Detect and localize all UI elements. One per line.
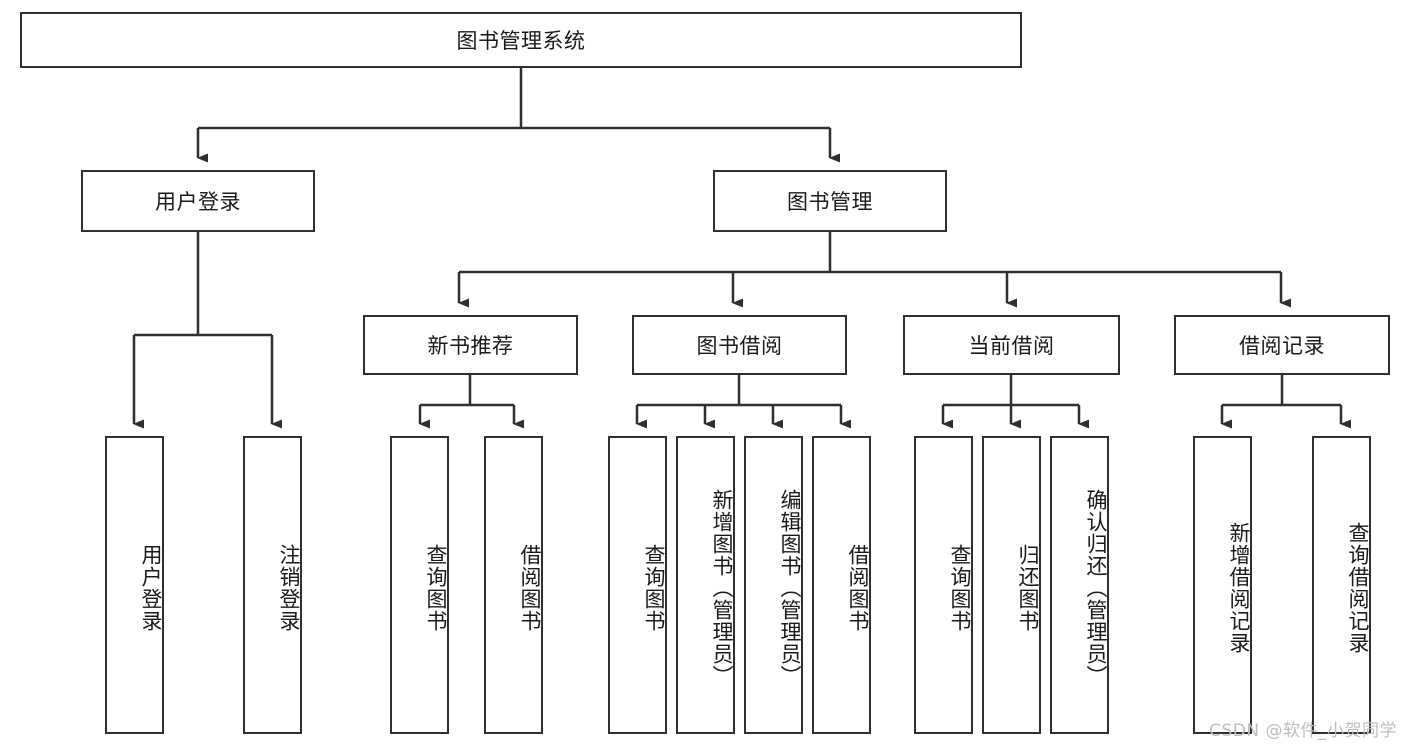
leaf-add-borrow-record[interactable]: 新增借阅记录 [1193,436,1252,734]
node-current-borrow-label: 当前借阅 [968,334,1055,358]
node-borrow-record[interactable]: 借阅记录 [1174,315,1390,375]
leaf-user-login[interactable]: 用户登录 [105,436,164,734]
csdn-watermark: CSDN @软件_小贺同学 [1209,721,1397,741]
leaf-confirm-return-admin[interactable]: 确认归还（管理员） [1050,436,1109,734]
leaf-query-book-2[interactable]: 查询图书 [608,436,667,734]
leaf-borrow-book-2-label: 借阅图书 [846,544,870,632]
leaf-query-book-3[interactable]: 查询图书 [914,436,973,734]
leaf-confirm-return-admin-label: 确认归还（管理员） [1084,489,1108,687]
node-user-login[interactable]: 用户登录 [81,170,315,232]
node-book-manage[interactable]: 图书管理 [713,170,947,232]
node-new-book-recommend-label: 新书推荐 [427,334,514,358]
node-book-manage-label: 图书管理 [787,190,873,214]
leaf-logout-label: 注销登录 [277,544,301,632]
leaf-edit-book-admin-label: 编辑图书（管理员） [778,489,802,687]
node-root[interactable]: 图书管理系统 [20,12,1022,68]
leaf-return-book-label: 归还图书 [1016,544,1040,632]
leaf-query-book-2-label: 查询图书 [642,544,666,632]
leaf-borrow-book-1-label: 借阅图书 [518,544,542,632]
leaf-borrow-book-1[interactable]: 借阅图书 [484,436,543,734]
node-new-book-recommend[interactable]: 新书推荐 [363,315,578,375]
leaf-add-book-admin[interactable]: 新增图书（管理员） [676,436,735,734]
node-root-label: 图书管理系统 [456,29,586,53]
node-user-login-label: 用户登录 [155,190,241,214]
leaf-query-borrow-record-label: 查询借阅记录 [1346,522,1370,654]
leaf-return-book[interactable]: 归还图书 [982,436,1041,734]
node-current-borrow[interactable]: 当前借阅 [903,315,1120,375]
leaf-edit-book-admin[interactable]: 编辑图书（管理员） [744,436,803,734]
leaf-user-login-label: 用户登录 [139,544,163,632]
leaf-query-book-3-label: 查询图书 [948,544,972,632]
node-book-borrow-label: 图书借阅 [696,334,783,358]
leaf-query-borrow-record[interactable]: 查询借阅记录 [1312,436,1371,734]
leaf-add-borrow-record-label: 新增借阅记录 [1227,522,1251,654]
leaf-query-book-1[interactable]: 查询图书 [390,436,449,734]
leaf-query-book-1-label: 查询图书 [424,544,448,632]
leaf-add-book-admin-label: 新增图书（管理员） [710,489,734,687]
leaf-logout[interactable]: 注销登录 [243,436,302,734]
leaf-borrow-book-2[interactable]: 借阅图书 [812,436,871,734]
node-borrow-record-label: 借阅记录 [1239,334,1325,358]
node-book-borrow[interactable]: 图书借阅 [632,315,847,375]
